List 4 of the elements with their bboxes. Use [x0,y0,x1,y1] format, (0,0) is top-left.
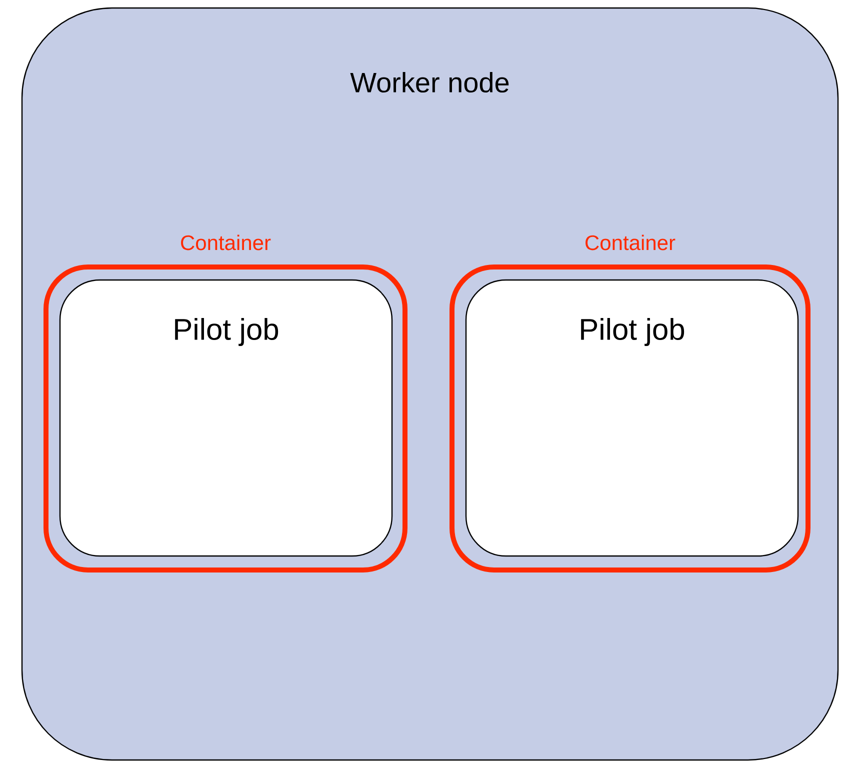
container-label: Container [181,234,271,250]
pilot-job-box: Pilot job [465,279,799,557]
container-label: Container [586,234,676,250]
pilot-job-box: Pilot job [59,279,393,557]
